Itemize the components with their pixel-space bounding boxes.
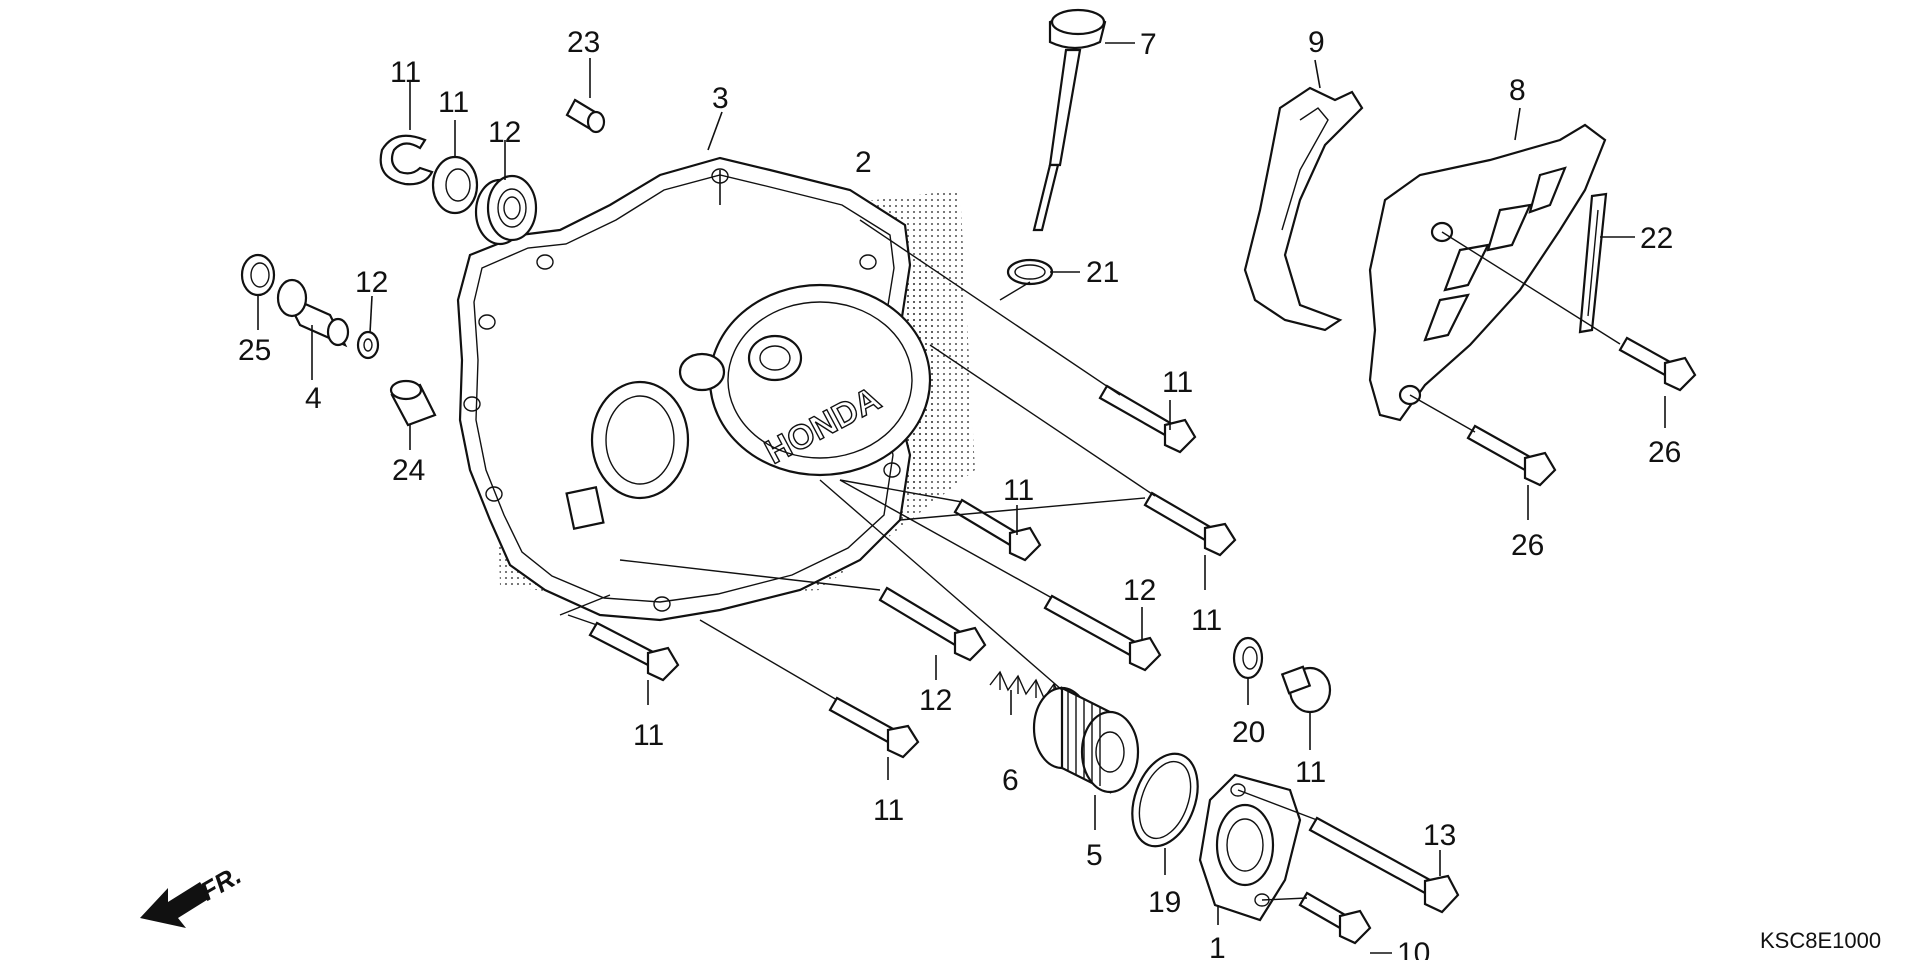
spring-6 (989, 670, 1063, 703)
callout-24: 24 (392, 454, 425, 487)
shaft-4 (276, 278, 350, 348)
callout-15: 11 (438, 86, 469, 119)
washer-17 (356, 330, 380, 360)
callout-11-e: 11 (873, 794, 904, 827)
alignment-lines (559, 219, 1621, 901)
callout-9: 9 (1308, 26, 1325, 59)
callout-14: 11 (1295, 756, 1326, 789)
left-crankcase-cover: HONDA (456, 156, 932, 622)
callout-3: 3 (712, 82, 729, 115)
callout-25: 25 (238, 334, 271, 367)
callout-20: 20 (1232, 716, 1265, 749)
oil-filter-5 (1032, 686, 1140, 794)
callout-4: 4 (305, 382, 322, 415)
washer-15 (431, 155, 479, 215)
dowel-pin-24 (389, 379, 437, 427)
leader-lines (257, 42, 1666, 954)
callout-11-d: 11 (633, 719, 664, 752)
callout-13: 13 (1423, 819, 1456, 852)
callout-18: 12 (488, 116, 521, 149)
callout-11-b: 11 (1003, 474, 1034, 507)
washer-20 (1232, 636, 1264, 680)
callout-12-a: 12 (1123, 574, 1156, 607)
callout-5: 5 (1086, 839, 1103, 872)
callout-23: 23 (567, 26, 600, 59)
oil-level-gauge (1032, 8, 1107, 232)
dowel-pin-23 (565, 98, 606, 134)
callout-12-b: 12 (919, 684, 952, 717)
o-ring-21 (1006, 258, 1054, 286)
guide-plate (1243, 86, 1364, 332)
filter-cover-1 (1198, 773, 1302, 922)
callout-1: 1 (1209, 932, 1226, 960)
o-ring-19 (1131, 752, 1199, 848)
flange-bolts (588, 336, 1697, 945)
callout-22: 22 (1640, 222, 1673, 255)
chain-guide-strip (1578, 192, 1608, 334)
callout-10: 10 (1397, 937, 1430, 960)
callout-11-a: 11 (1162, 366, 1193, 399)
callout-26-a: 26 (1648, 436, 1681, 469)
snap-ring-16 (379, 134, 434, 186)
sprocket-cover (1368, 123, 1607, 422)
plug-14 (1280, 665, 1332, 714)
callout-17: 12 (355, 266, 388, 299)
front-direction-arrow: FR. (140, 860, 246, 928)
callout-26-b: 26 (1511, 529, 1544, 562)
callout-19: 19 (1148, 886, 1181, 919)
callout-numbers: 7 21 3 2 9 8 22 11 11 12 23 12 25 4 24 1… (238, 26, 1681, 960)
callout-11-c: 11 (1191, 604, 1222, 637)
drawing-code: KSC8E1000 (1760, 928, 1881, 953)
callout-21: 21 (1086, 256, 1119, 289)
callout-2: 2 (855, 146, 872, 179)
callout-6: 6 (1002, 764, 1019, 797)
snap-ring-25 (240, 253, 276, 297)
bearing-18 (474, 174, 538, 246)
callout-8: 8 (1509, 74, 1526, 107)
callout-16: 11 (390, 56, 421, 89)
callout-7: 7 (1140, 28, 1157, 61)
